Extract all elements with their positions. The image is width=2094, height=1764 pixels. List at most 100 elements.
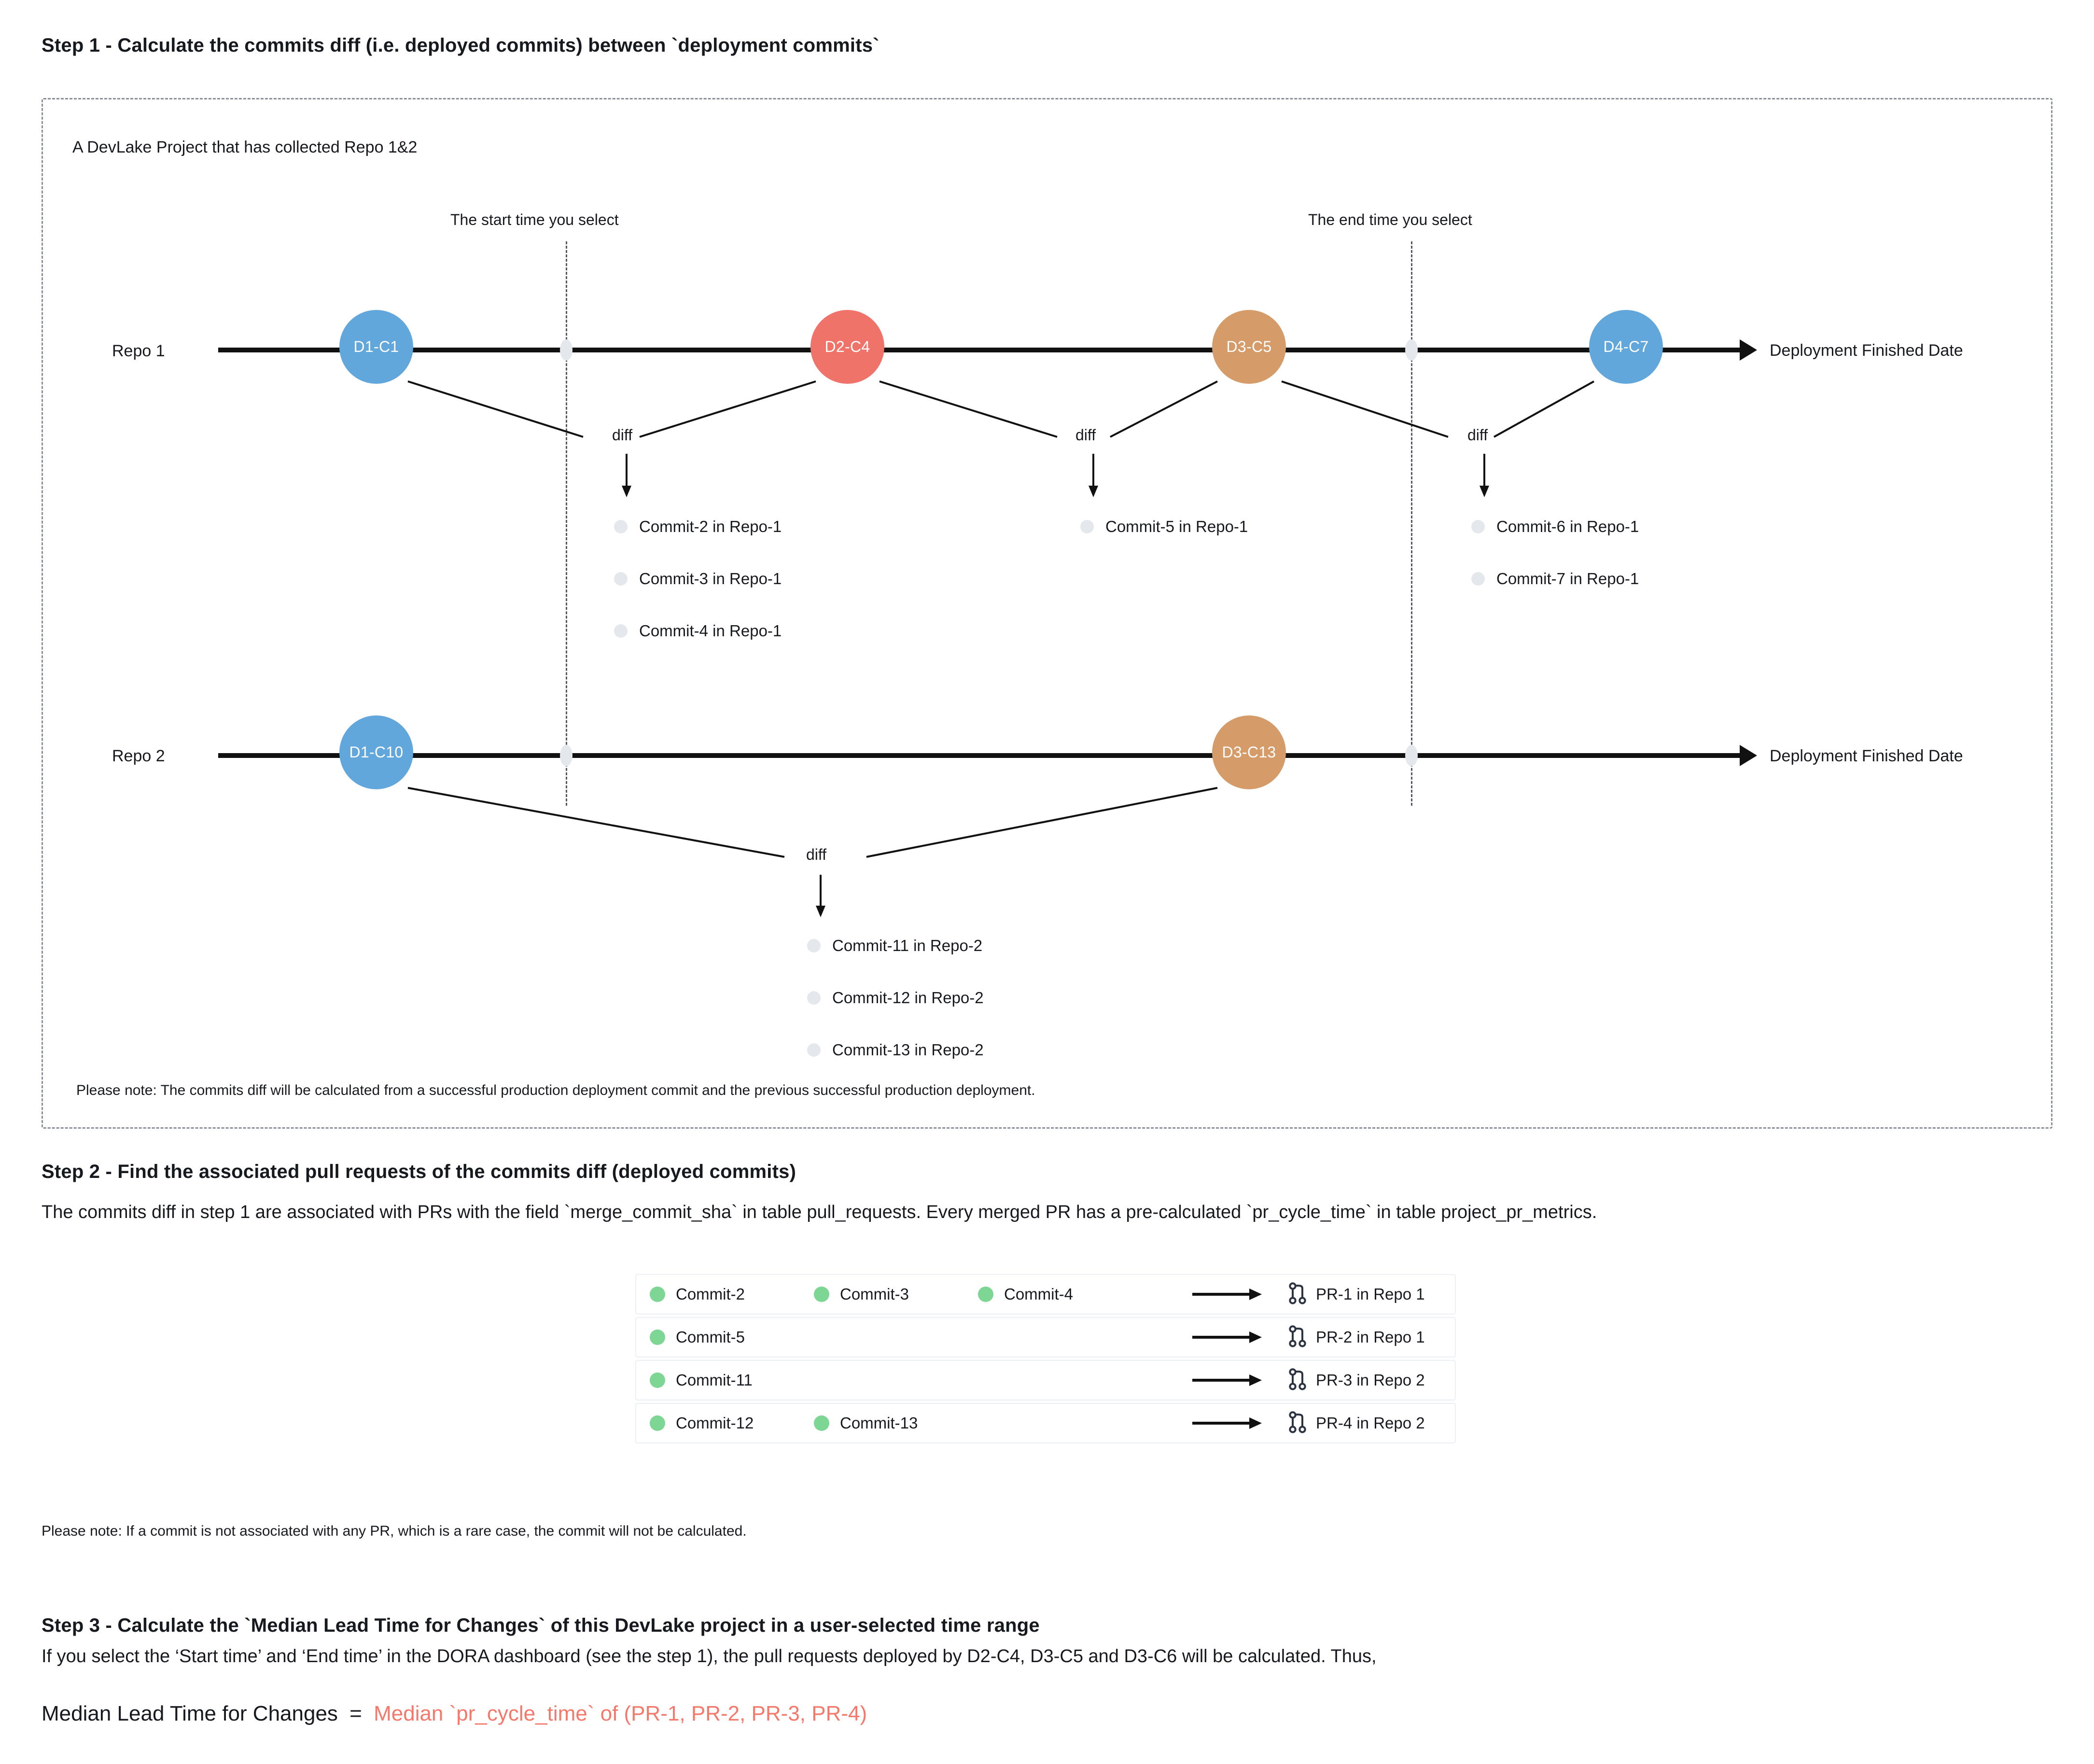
commit-label: Commit-2 [676,1285,745,1303]
pull-request-icon [1288,1281,1307,1308]
deployment-node-label: D4-C7 [1603,338,1649,355]
deployment-node-d1-c10[interactable]: D1-C10 [339,715,413,789]
pr-label: PR-3 in Repo 2 [1316,1371,1425,1389]
table-row[interactable]: Commit-2 Commit-3 Commit-4 [635,1274,1456,1315]
deployment-node-d4-c7[interactable]: D4-C7 [1589,310,1663,384]
commit-dot-icon [1471,572,1485,586]
deployment-node-label: D2-C4 [824,338,870,355]
commit-dot-icon [614,624,628,638]
row-target[interactable]: PR-2 in Repo 1 [1283,1324,1455,1351]
step-2-note: Please note: If a commit is not associat… [42,1523,747,1539]
list-item[interactable]: Commit-7 in Repo-1 [1471,553,1639,605]
commit-chip[interactable]: Commit-3 [814,1285,978,1303]
row-commits: Commit-2 Commit-3 Commit-4 [636,1285,1172,1303]
arrow-right-icon [1172,1373,1283,1387]
repo-2-axis-label: Deployment Finished Date [1770,747,1963,765]
commit-dot-icon [650,1372,665,1388]
commit-label: Commit-4 [1004,1285,1074,1303]
deployment-node-d3-c5[interactable]: D3-C5 [1212,310,1286,384]
deployment-node-d2-c4[interactable]: D2-C4 [810,310,884,384]
deployment-node-d1-c1[interactable]: D1-C1 [339,310,413,384]
repo-1-axis-arrowhead [1740,339,1757,361]
repo-1-axis [218,348,1740,352]
diff-label-2: diff [1075,426,1096,444]
commit-label: Commit-5 [676,1328,745,1346]
project-caption: A DevLake Project that has collected Rep… [72,138,418,156]
commit-chip[interactable]: Commit-4 [978,1285,1142,1303]
commit-chip[interactable]: Commit-12 [650,1414,814,1432]
commit-chip[interactable]: Commit-13 [814,1414,978,1432]
arrow-right-icon [1172,1330,1283,1344]
row-commits: Commit-5 [636,1328,1172,1346]
deployment-node-label: D3-C13 [1222,743,1276,761]
pull-request-icon [1288,1410,1307,1437]
table-row[interactable]: Commit-11 PR-3 in Repo 2 [635,1360,1456,1400]
pr-mapping-table: Commit-2 Commit-3 Commit-4 [635,1274,1456,1443]
commit-label: Commit-13 in Repo-2 [832,1041,984,1059]
formula-left-term: Median Lead Time for Changes [42,1702,338,1725]
table-row[interactable]: Commit-5 PR-2 in Repo 1 [635,1317,1456,1358]
pr-label: PR-1 in Repo 1 [1316,1285,1425,1303]
row-target[interactable]: PR-4 in Repo 2 [1283,1410,1455,1437]
commit-list-group-3: Commit-6 in Repo-1 Commit-7 in Repo-1 [1471,501,1639,605]
commit-list-group-2: Commit-5 in Repo-1 [1080,501,1248,553]
commit-dot-icon [807,939,821,952]
list-item[interactable]: Commit-3 in Repo-1 [614,553,782,605]
table-row[interactable]: Commit-12 Commit-13 [635,1403,1456,1443]
list-item[interactable]: Commit-11 in Repo-2 [807,920,984,972]
list-item[interactable]: Commit-2 in Repo-1 [614,501,782,553]
step-3-paragraph: If you select the ‘Start time’ and ‘End … [42,1646,1377,1666]
repo-1-end-tick [1405,339,1418,361]
step-1-diagram-box [42,98,2052,1129]
list-item[interactable]: Commit-13 in Repo-2 [807,1024,984,1076]
row-target[interactable]: PR-1 in Repo 1 [1283,1281,1455,1308]
arrow-right-icon [1172,1416,1283,1430]
commit-label: Commit-7 in Repo-1 [1496,570,1639,588]
row-target[interactable]: PR-3 in Repo 2 [1283,1367,1455,1394]
row-commits: Commit-11 [636,1371,1172,1389]
commit-dot-icon [814,1287,829,1302]
repo-1-label: Repo 1 [112,342,165,360]
repo-2-start-tick [560,745,572,766]
median-lead-time-formula: Median Lead Time for Changes = Median `p… [42,1702,867,1726]
formula-right-term: Median `pr_cycle_time` of (PR-1, PR-2, P… [374,1702,867,1725]
list-item[interactable]: Commit-6 in Repo-1 [1471,501,1639,553]
commit-dot-icon [807,991,821,1005]
repo-2-axis-arrowhead [1740,745,1757,766]
commit-chip[interactable]: Commit-2 [650,1285,814,1303]
commit-label: Commit-12 [676,1414,754,1432]
formula-equals: = [349,1702,362,1725]
step-1-note: Please note: The commits diff will be ca… [76,1082,1035,1098]
start-time-marker-label: The start time you select [450,211,619,228]
diff-label-4: diff [806,846,827,863]
commit-label: Commit-13 [840,1414,918,1432]
commit-list-group-4: Commit-11 in Repo-2 Commit-12 in Repo-2 … [807,920,984,1076]
commit-list-group-1: Commit-2 in Repo-1 Commit-3 in Repo-1 Co… [614,501,782,657]
commit-dot-icon [807,1043,821,1057]
diff-label-3: diff [1467,426,1488,444]
repo-1-start-tick [560,339,572,361]
commit-chip[interactable]: Commit-11 [650,1371,814,1389]
arrow-right-icon [1172,1287,1283,1302]
deployment-node-d3-c13[interactable]: D3-C13 [1212,715,1286,789]
commit-label: Commit-12 in Repo-2 [832,989,984,1007]
commit-dot-icon [614,572,628,586]
step-3-title: Step 3 - Calculate the `Median Lead Time… [42,1615,1040,1636]
diff-label-1: diff [612,426,633,444]
commit-label: Commit-11 [676,1371,753,1389]
start-time-marker-line [566,241,567,806]
pr-label: PR-4 in Repo 2 [1316,1414,1425,1432]
commit-label: Commit-4 in Repo-1 [639,622,782,640]
list-item[interactable]: Commit-12 in Repo-2 [807,972,984,1024]
commit-label: Commit-3 in Repo-1 [639,570,782,588]
pull-request-icon [1288,1324,1307,1351]
commit-label: Commit-5 in Repo-1 [1105,518,1248,535]
commit-dot-icon [978,1287,993,1302]
list-item[interactable]: Commit-4 in Repo-1 [614,605,782,657]
end-time-marker-line [1411,241,1412,806]
commit-dot-icon [650,1330,665,1345]
repo-2-axis [218,753,1740,758]
list-item[interactable]: Commit-5 in Repo-1 [1080,501,1248,553]
commit-chip[interactable]: Commit-5 [650,1328,814,1346]
end-time-marker-label: The end time you select [1308,211,1472,228]
